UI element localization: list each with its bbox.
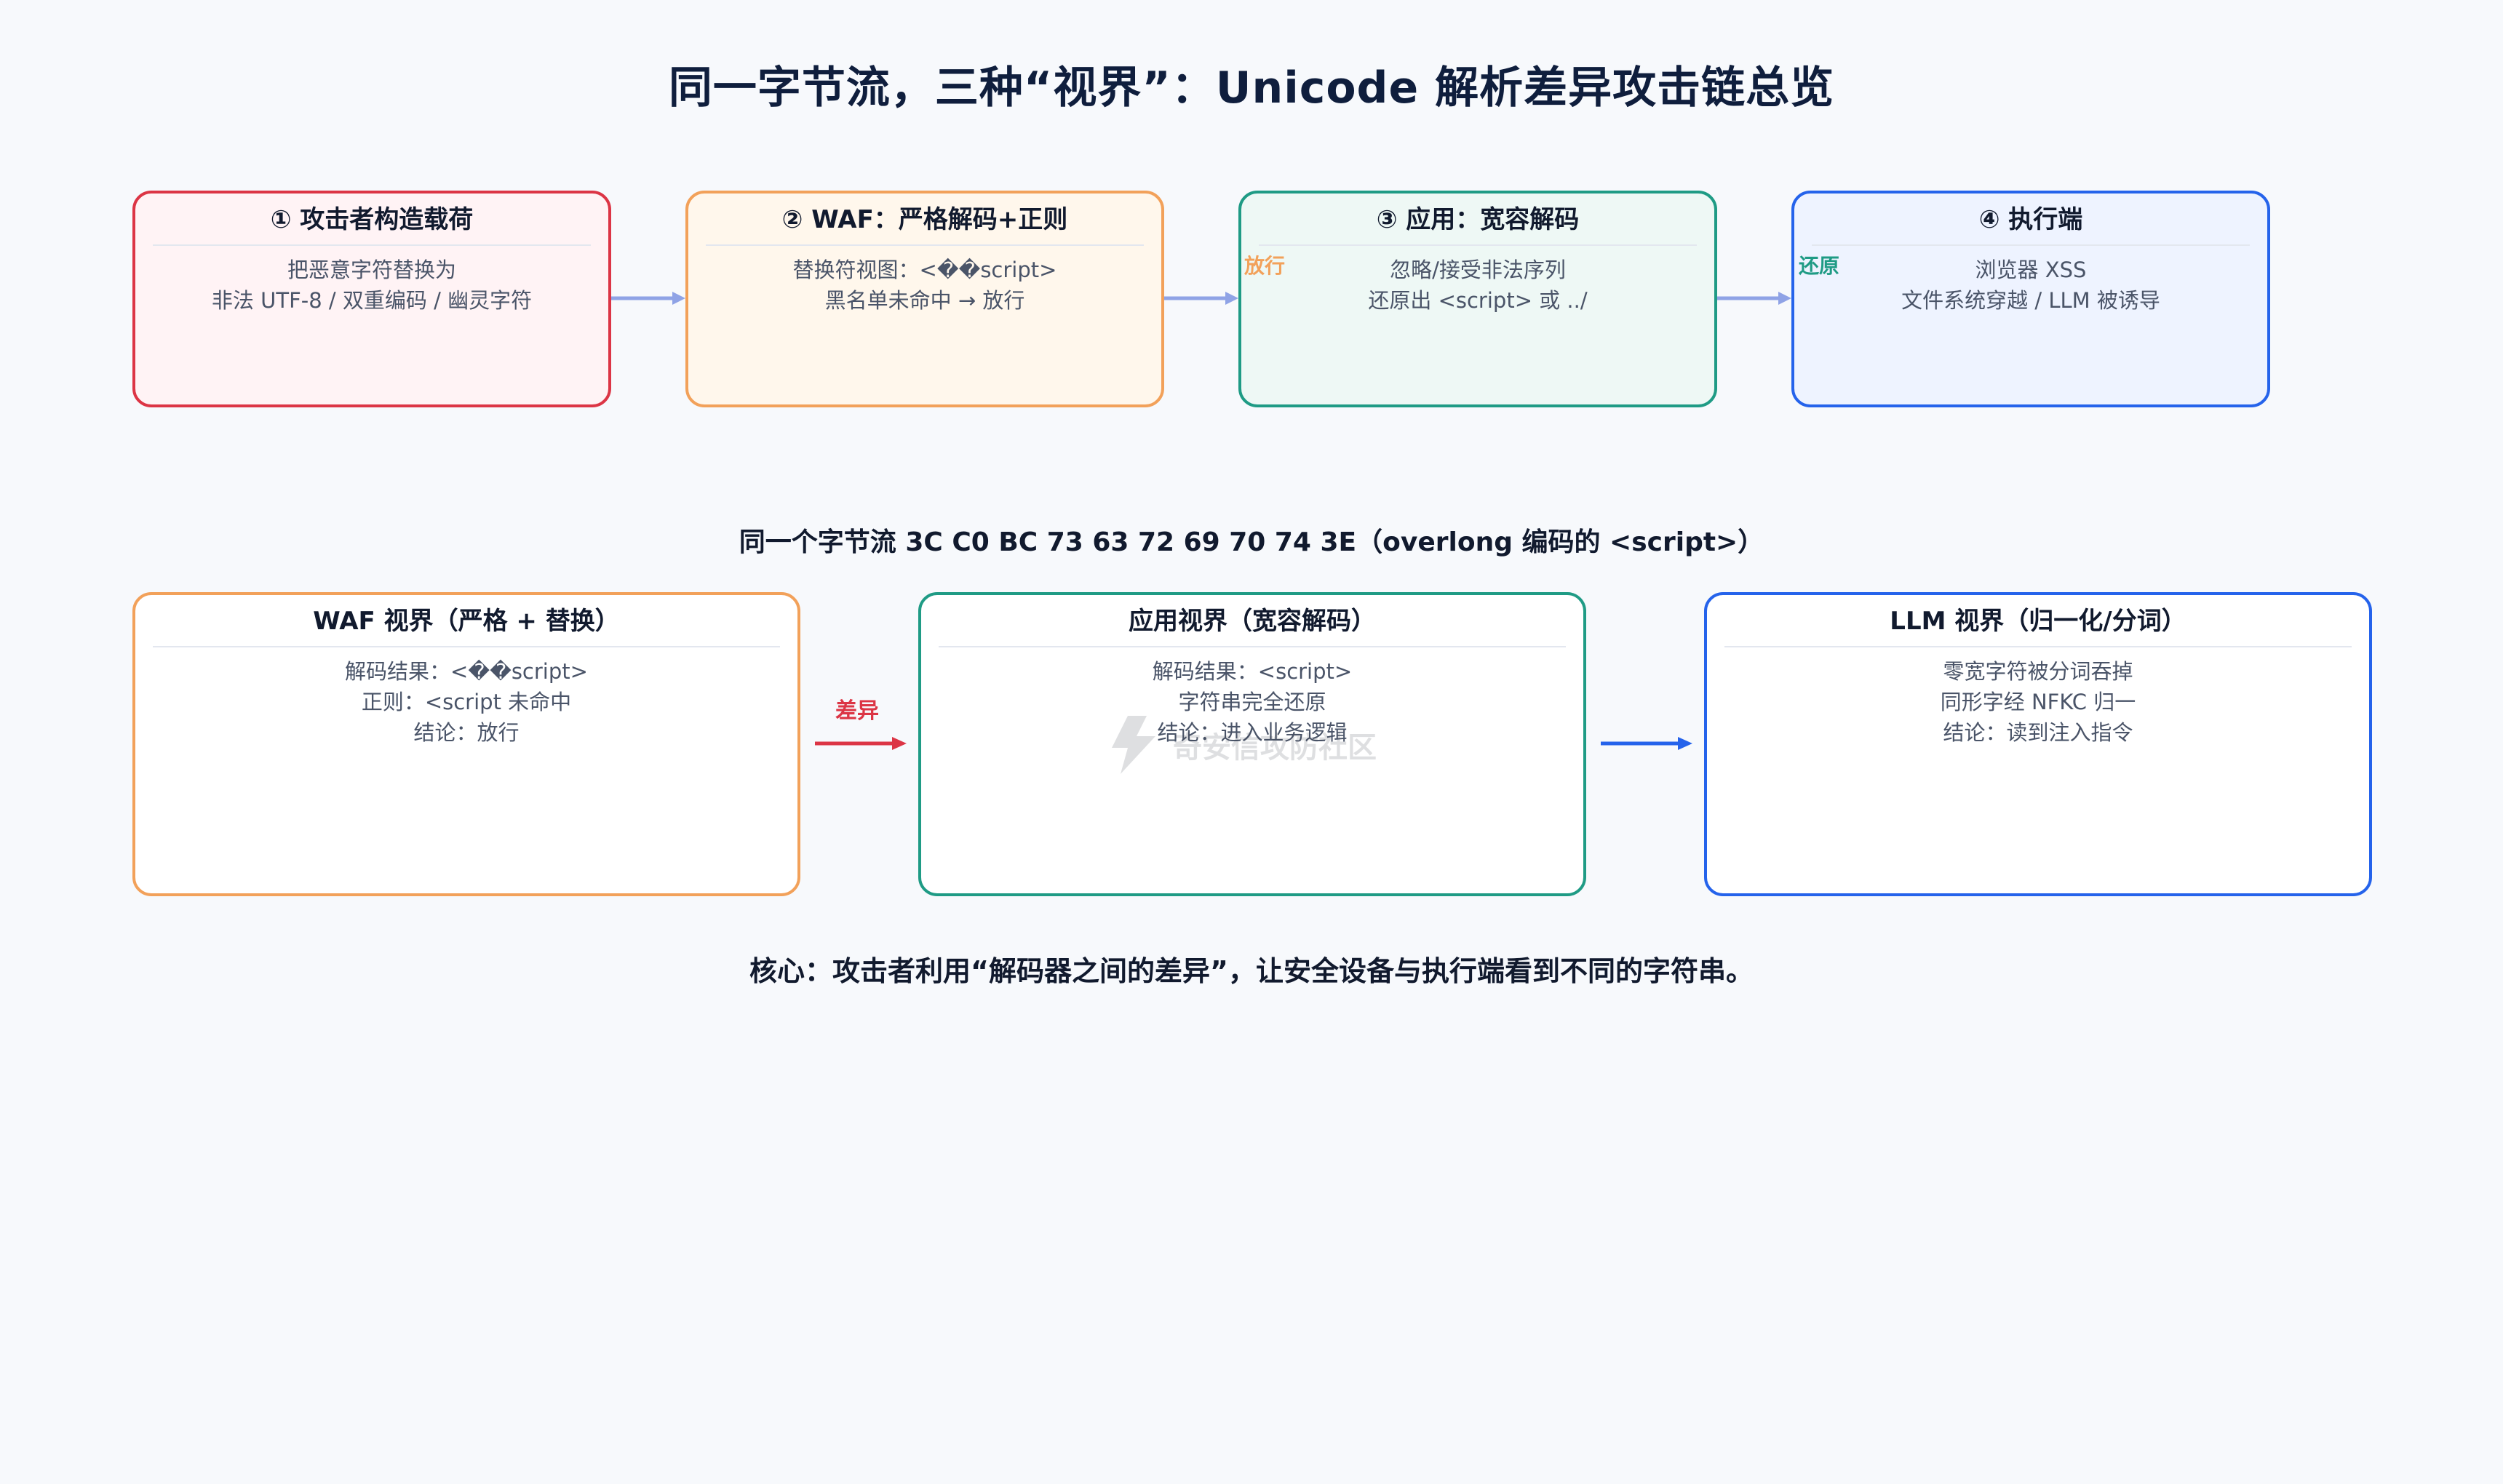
diff-arrow (815, 737, 907, 750)
view-arrow (1601, 737, 1692, 750)
flow-step-title: ④ 执行端 (1812, 205, 2250, 246)
view-title: 应用视界（宽容解码） (939, 607, 1566, 647)
view-title: WAF 视界（严格 + 替换） (153, 607, 780, 647)
flow-step-line: 黑名单未命中 → 放行 (824, 288, 1025, 313)
page-title: 同一字节流，三种“视界”：Unicode 解析差异攻击链总览 (668, 63, 1835, 113)
core-summary: 核心：攻击者利用“解码器之间的差异”，让安全设备与执行端看到不同的字符串。 (749, 955, 1754, 987)
flow-step-app: ③ 应用：宽容解码 忽略/接受非法序列 还原出 <script> 或 ../ (1238, 191, 1717, 407)
view-line: 解码结果：<script> (1152, 659, 1353, 684)
view-line: 零宽字符被分词吞掉 (1943, 659, 2133, 684)
view-line: 结论：读到注入指令 (1943, 720, 2133, 745)
view-line: 结论：放行 (413, 720, 520, 745)
flow-arrow-3 (1717, 292, 1791, 305)
view-waf: WAF 视界（严格 + 替换） 解码结果：<��script> 正则：<scri… (132, 592, 800, 896)
flow-step-title: ③ 应用：宽容解码 (1259, 205, 1697, 246)
byte-stream-subtitle: 同一个字节流 3C C0 BC 73 63 72 69 70 74 3E（ove… (739, 527, 1764, 557)
flow-step-title: ① 攻击者构造载荷 (153, 205, 591, 246)
flow-step-title: ② WAF：严格解码+正则 (706, 205, 1144, 246)
flow-step-line: 还原出 <script> 或 ../ (1368, 288, 1588, 313)
edge-label-restore: 还原 (1799, 254, 1840, 278)
view-line: 字符串完全还原 (1178, 690, 1326, 714)
view-line: 同形字经 NFKC 归一 (1940, 690, 2136, 714)
flow-arrow-2 (1164, 292, 1238, 305)
view-llm: LLM 视界（归一化/分词） 零宽字符被分词吞掉 同形字经 NFKC 归一 结论… (1704, 592, 2372, 896)
flow-step-line: 文件系统穿越 / LLM 被诱导 (1901, 288, 2160, 313)
view-line: 正则：<script 未命中 (361, 690, 572, 714)
view-line: 解码结果：<��script> (345, 659, 588, 684)
view-app: 应用视界（宽容解码） 解码结果：<script> 字符串完全还原 结论：进入业务… (918, 592, 1586, 896)
flow-step-line: 忽略/接受非法序列 (1390, 258, 1566, 282)
flow-step-line: 替换符视图：<��script> (792, 258, 1057, 282)
flow-step-line: 非法 UTF-8 / 双重编码 / 幽灵字符 (211, 288, 533, 313)
view-line: 结论：进入业务逻辑 (1157, 720, 1348, 745)
flow-step-line: 浏览器 XSS (1975, 258, 2087, 282)
flow-step-attacker: ① 攻击者构造载荷 把恶意字符替换为 非法 UTF-8 / 双重编码 / 幽灵字… (132, 191, 611, 407)
view-title: LLM 视界（归一化/分词） (1724, 607, 2352, 647)
flow-step-line: 把恶意字符替换为 (287, 258, 456, 282)
flow-step-waf: ② WAF：严格解码+正则 替换符视图：<��script> 黑名单未命中 → … (685, 191, 1164, 407)
flow-step-executor: ④ 执行端 浏览器 XSS 文件系统穿越 / LLM 被诱导 (1791, 191, 2270, 407)
edge-label-diff: 差异 (835, 698, 879, 724)
edge-label-pass: 放行 (1244, 254, 1286, 278)
flow-arrow-1 (611, 292, 685, 305)
